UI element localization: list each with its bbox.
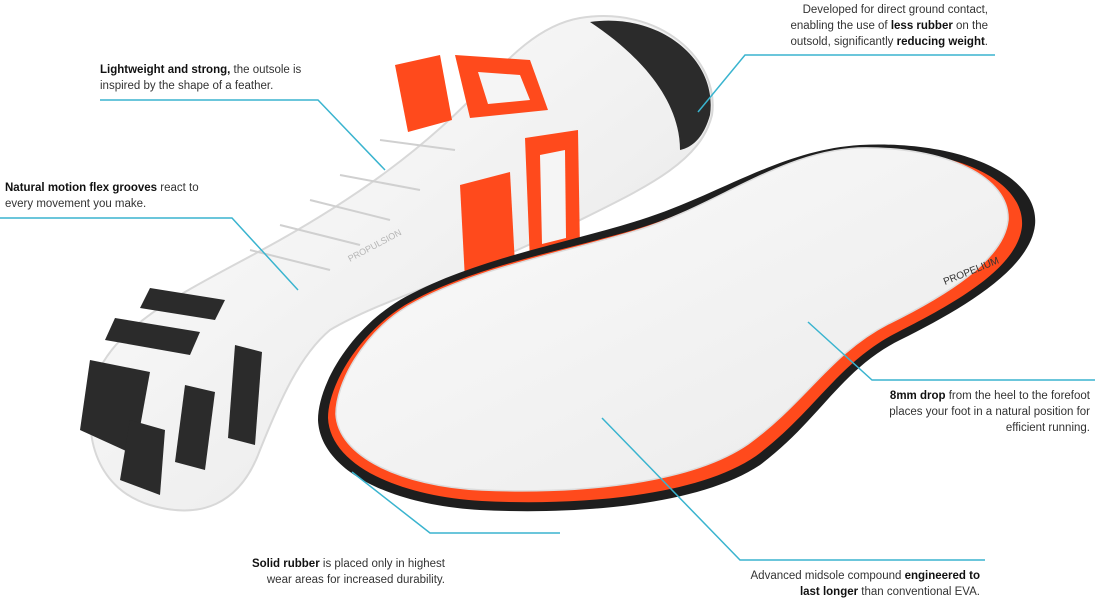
callout-8mm-drop: 8mm drop from the heel to the forefoot p…: [889, 390, 1090, 434]
orange-rubber-block: [460, 172, 515, 280]
outsole: PROPULSION: [80, 15, 714, 512]
black-rubber-block: [105, 318, 200, 355]
black-rubber-block: [175, 385, 215, 470]
callout-leader-lines: [0, 54, 1095, 561]
midsole: PROPELIUM: [318, 144, 1036, 512]
heel-rubber-pad: [590, 20, 711, 150]
callout-midsole-compound: Advanced midsole compound engineered to …: [750, 570, 980, 598]
orange-rubber-block: [395, 55, 452, 132]
black-rubber-block: [228, 345, 262, 445]
callout-flex-grooves: Natural motion flex grooves react to eve…: [5, 182, 199, 210]
callout-ground-contact: Developed for direct ground contact, ena…: [790, 4, 988, 48]
black-rubber-block: [120, 420, 165, 495]
callout-feather: Lightweight and strong, the outsole is i…: [100, 64, 302, 92]
callout-solid-rubber: Solid rubber is placed only in highest w…: [251, 558, 445, 586]
flex-grooves: [249, 139, 456, 271]
black-rubber-block: [140, 288, 225, 320]
